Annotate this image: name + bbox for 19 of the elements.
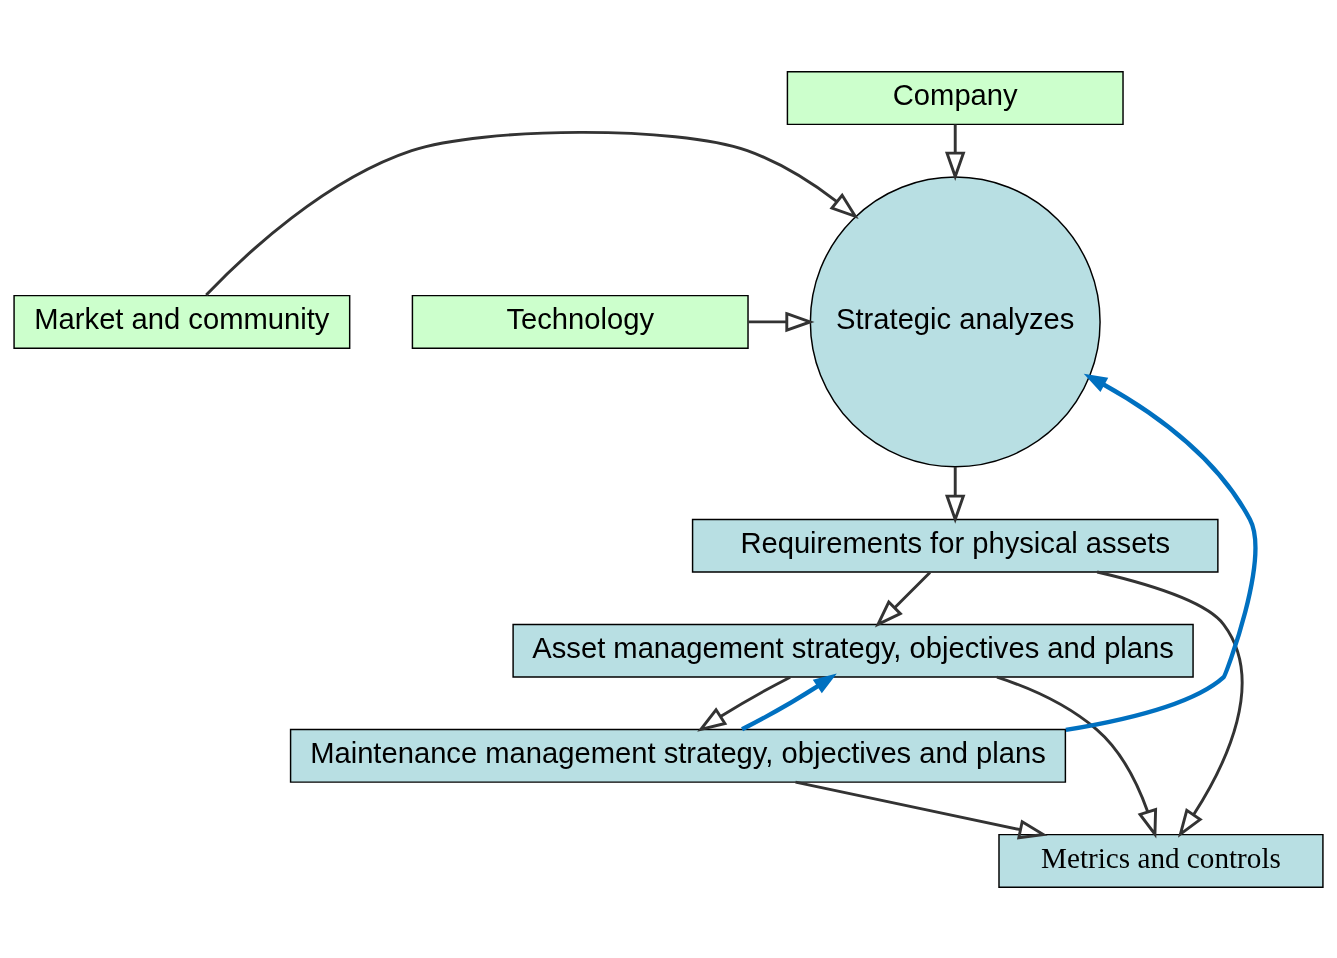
- arrow: [1096, 570, 1244, 838]
- node-box: Requirements for physical assets: [691, 518, 1219, 573]
- arrow: [741, 673, 837, 731]
- node-box: Asset management strategy, objectives and plans: [512, 623, 1194, 678]
- arrow: [945, 123, 966, 181]
- arrow: [996, 675, 1158, 838]
- arrow: [874, 570, 931, 627]
- node-box: Technology: [411, 294, 749, 349]
- node-box: Maintenance management strategy, objectives and plans: [289, 728, 1067, 783]
- arrow: [205, 130, 859, 296]
- arrow: [697, 675, 791, 732]
- arrow: [795, 780, 1048, 839]
- node-box: Market and community: [13, 294, 351, 349]
- node-box: Company: [786, 70, 1124, 125]
- node-circle: Strategic analyzes: [809, 175, 1101, 467]
- arrow: [1065, 373, 1258, 732]
- arrow: [748, 311, 815, 332]
- arrow: [945, 466, 966, 524]
- node-box: Metrics and controls: [998, 833, 1324, 888]
